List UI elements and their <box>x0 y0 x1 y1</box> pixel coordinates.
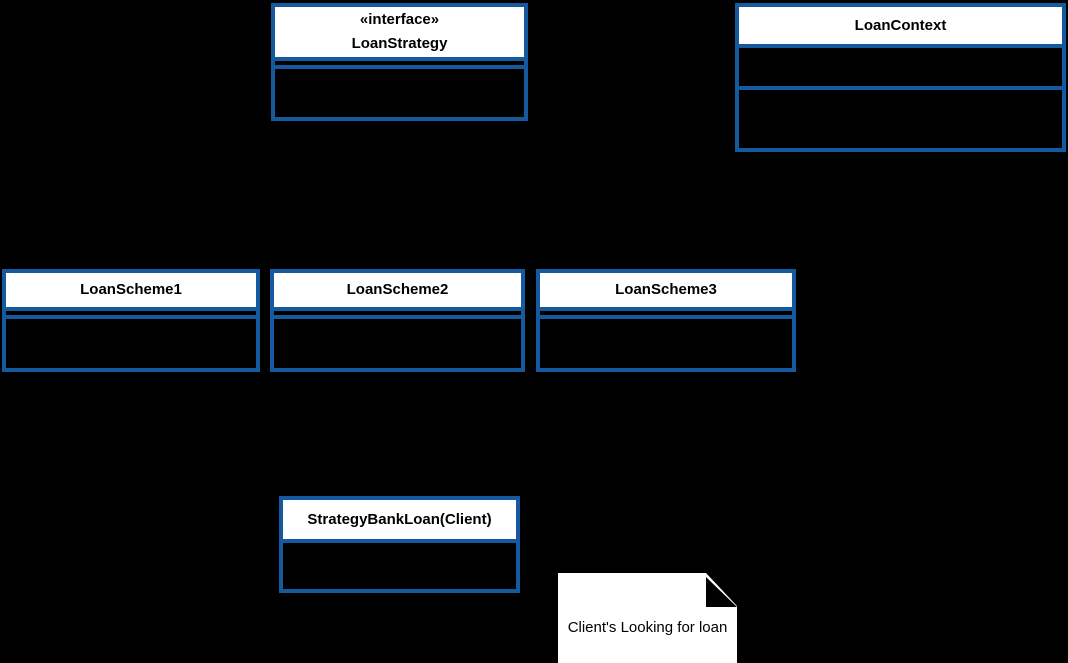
class-box-loancontext[interactable]: LoanContext <box>735 3 1066 152</box>
class-header: StrategyBankLoan(Client) <box>283 500 516 539</box>
stereotype-label: «interface» <box>359 11 440 28</box>
class-name: StrategyBankLoan(Client) <box>307 510 492 528</box>
note-client-looking-for-loan[interactable]: Client's Looking for loan <box>558 573 737 663</box>
methods-compartment <box>274 319 521 368</box>
attributes-compartment <box>739 44 1062 86</box>
methods-compartment <box>540 319 792 368</box>
class-header: «interface» LoanStrategy <box>275 7 524 57</box>
class-name: LoanScheme1 <box>80 281 182 298</box>
class-name: LoanContext <box>854 16 947 34</box>
class-header: LoanScheme2 <box>274 273 521 307</box>
class-box-loanstrategy[interactable]: «interface» LoanStrategy <box>271 3 528 121</box>
class-box-strategybankloan[interactable]: StrategyBankLoan(Client) <box>279 496 520 593</box>
methods-compartment <box>6 319 256 368</box>
attributes-compartment <box>274 307 521 319</box>
class-name: LoanStrategy <box>351 35 448 52</box>
methods-compartment <box>275 69 524 117</box>
class-name: LoanScheme3 <box>615 281 717 298</box>
methods-compartment <box>739 86 1062 148</box>
class-header: LoanScheme3 <box>540 273 792 307</box>
attributes-compartment <box>275 57 524 69</box>
class-name: LoanScheme2 <box>346 281 449 298</box>
class-box-loanscheme2[interactable]: LoanScheme2 <box>270 269 525 372</box>
attributes-compartment <box>540 307 792 319</box>
folded-corner-icon <box>706 577 737 607</box>
attributes-compartment <box>6 307 256 319</box>
class-header: LoanContext <box>739 7 1062 44</box>
class-header: LoanScheme1 <box>6 273 256 307</box>
note-text: Client's Looking for loan <box>567 619 728 636</box>
methods-compartment <box>283 539 516 589</box>
class-box-loanscheme3[interactable]: LoanScheme3 <box>536 269 796 372</box>
class-box-loanscheme1[interactable]: LoanScheme1 <box>2 269 260 372</box>
